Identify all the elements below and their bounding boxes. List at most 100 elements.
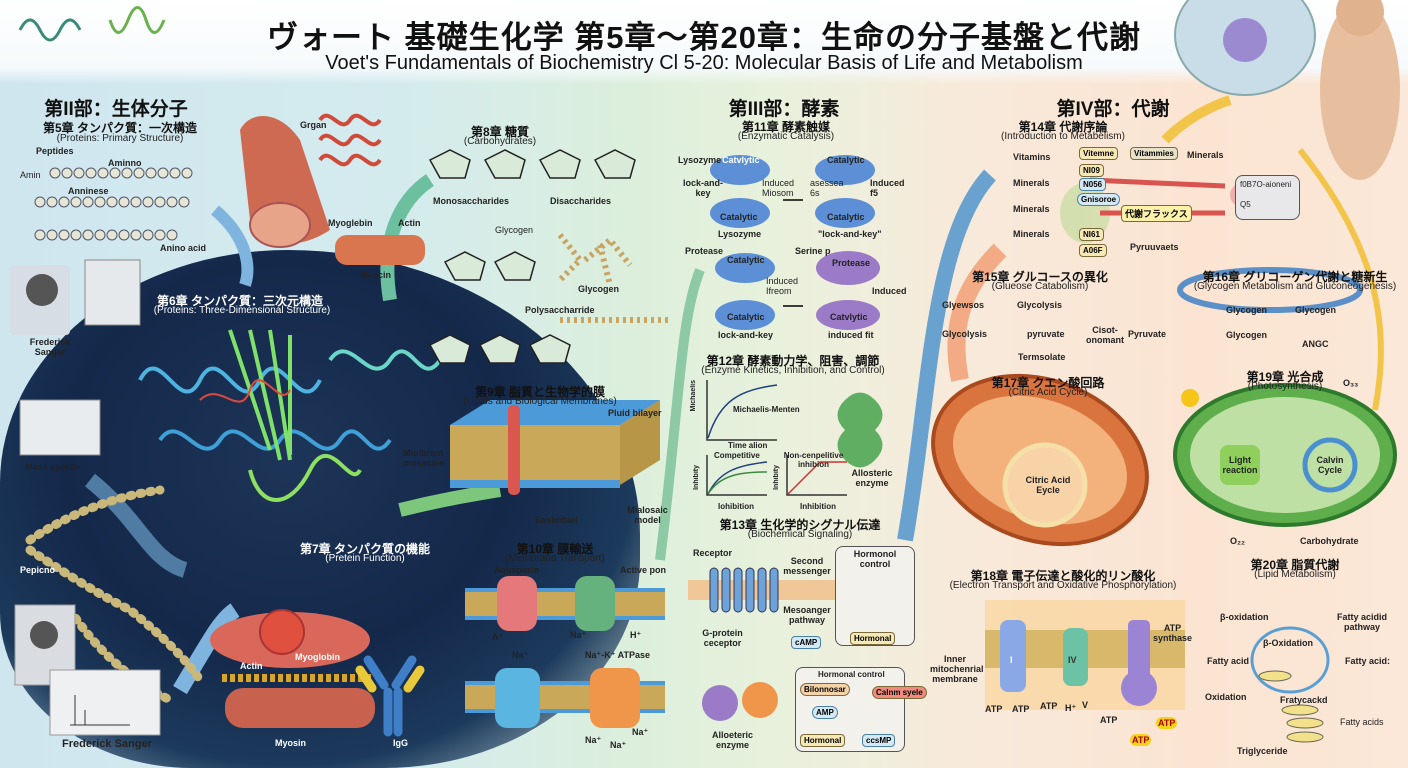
label: Eosimtael bbox=[535, 515, 578, 525]
label: ATP synthase bbox=[1152, 623, 1193, 643]
ch11-subtitle: (Enzymatic Catalysis) bbox=[737, 131, 835, 142]
protein-3d-structure bbox=[138, 329, 442, 502]
label: Fatty acid bbox=[1207, 656, 1250, 666]
triglyceride-chains bbox=[1258, 670, 1324, 743]
igg-light-chains bbox=[355, 665, 425, 693]
label: ATP bbox=[1040, 701, 1058, 711]
label: Anino acid bbox=[160, 243, 207, 253]
beta-oxidation-cycle bbox=[1250, 626, 1330, 694]
label: Myocin bbox=[360, 270, 392, 280]
ch16-title: 第16章 グリコーゲン代謝と糖新生 bbox=[1202, 270, 1388, 284]
thylakoid bbox=[1220, 445, 1260, 485]
metabolic-flux-box: 代謝フラックス bbox=[1121, 205, 1192, 222]
bilayer-bottom bbox=[450, 480, 620, 488]
label: H⁺ bbox=[630, 630, 642, 640]
axis-label: Inhibity bbox=[693, 465, 700, 490]
label: Pepicno bbox=[20, 565, 56, 575]
label: Actin bbox=[240, 661, 263, 671]
label: Serine p bbox=[795, 246, 831, 256]
bilayer-core bbox=[450, 425, 620, 485]
ch5-subtitle: (Proteins: Primary Structure) bbox=[56, 133, 184, 144]
myosin-fiber bbox=[225, 688, 375, 728]
label: Actin bbox=[398, 218, 421, 228]
label: H⁺ bbox=[1065, 703, 1077, 713]
ccsmp-node: ccsMP bbox=[862, 734, 896, 747]
igg-antibody bbox=[363, 655, 417, 737]
label: Catvlytic bbox=[830, 312, 868, 322]
ch12-subtitle: (Enzyme Kinetics, Inhibition, and Contro… bbox=[701, 365, 885, 376]
label: Na⁺ bbox=[570, 630, 587, 640]
label: β-oxidation bbox=[1220, 612, 1269, 622]
ch14-subtitle: (Introduction to Metabelism) bbox=[1001, 131, 1125, 142]
atp-synthase bbox=[1128, 620, 1150, 680]
label: Light reaction bbox=[1222, 455, 1258, 475]
metabolite-box: Vitemne bbox=[1079, 147, 1118, 160]
bilonnosar-node: Bilonnosar bbox=[800, 683, 850, 696]
label: Protease bbox=[832, 258, 871, 268]
label: Peptides bbox=[36, 146, 74, 156]
flux-panel bbox=[1235, 175, 1300, 220]
ch19-subtitle: (Photosynthesis) bbox=[1247, 381, 1323, 392]
label: Glycogen bbox=[495, 225, 534, 235]
flow-arrow bbox=[398, 483, 502, 517]
label: Glycolysis bbox=[942, 329, 988, 339]
label: A⁺ bbox=[492, 632, 504, 642]
label: Na⁺ bbox=[632, 727, 649, 737]
label: lock-and-key bbox=[683, 178, 724, 198]
ch7-subtitle: (Pretein Function) bbox=[325, 553, 405, 564]
muscle-fiber bbox=[335, 235, 425, 265]
ch8-subtitle: (Carbohydrates) bbox=[463, 136, 537, 147]
hormonal-control-panel bbox=[835, 546, 915, 646]
complex-label: IV bbox=[1068, 655, 1077, 665]
label: ATP bbox=[985, 704, 1003, 714]
label: Pyruvate bbox=[1128, 329, 1167, 339]
label: O₂₂ bbox=[1230, 536, 1245, 546]
label: Hormonol control bbox=[853, 549, 897, 569]
ch7-title: 第7章 タンパク質の機能 bbox=[299, 542, 431, 556]
ch6-title: 第6章 タンパク質：三次元構造 bbox=[156, 294, 324, 308]
instrument-screen bbox=[49, 669, 161, 736]
label: Monosaccharides bbox=[433, 196, 510, 206]
label: Iohibition bbox=[718, 502, 754, 511]
label: Oxidation bbox=[1205, 692, 1247, 702]
ch18-title: 第18章 電子伝達と酸化的リン酸化 bbox=[970, 569, 1156, 583]
metabolite-box: N056 bbox=[1079, 178, 1107, 191]
complex-label: I bbox=[1010, 655, 1013, 665]
label: Polysaccharride bbox=[525, 305, 595, 315]
flow-arrow bbox=[1161, 95, 1232, 144]
flow-arrow bbox=[84, 473, 188, 578]
page-subtitle: Voet's Fundamentals of Biochemistry Cl 5… bbox=[325, 52, 1083, 74]
ch6-subtitle: (Proteins: Three-Dimensional Structure) bbox=[153, 305, 331, 316]
g-protein-receptor bbox=[709, 567, 779, 613]
label: Hormonal control bbox=[818, 670, 885, 679]
ch10-subtitle: (Membrana Transport) bbox=[505, 553, 605, 564]
calnm-syele-node: Calnm syele bbox=[872, 686, 927, 699]
ch17-subtitle: (Citric Acid Cycle) bbox=[1008, 387, 1088, 398]
ch10-title: 第10章 膜輸送 bbox=[516, 542, 594, 556]
label: Aquaporin bbox=[494, 565, 539, 575]
metabolite-box: Vitammies bbox=[1130, 147, 1178, 160]
ch13-title: 第13章 生化学的シグナル伝達 bbox=[719, 518, 881, 532]
peptide-chain bbox=[34, 167, 193, 241]
complex-i bbox=[1000, 620, 1026, 692]
label: V bbox=[1082, 700, 1089, 710]
label: Fatty acids bbox=[1340, 717, 1384, 727]
calvin-cycle bbox=[1302, 437, 1358, 493]
mass-spectrometer bbox=[19, 399, 101, 456]
metabolite-box: Gnisoroe bbox=[1077, 193, 1121, 206]
label: Catalytic bbox=[727, 312, 765, 322]
reaction-arrows bbox=[783, 199, 803, 307]
label: Myoglobin bbox=[295, 652, 340, 662]
ch9-title: 第9章 脂質と生物学的膜 bbox=[474, 385, 606, 399]
ch19-title: 第19章 光合成 bbox=[1246, 370, 1324, 384]
label: Fatty acidid pathway bbox=[1336, 612, 1387, 632]
label: Competitive bbox=[714, 451, 760, 460]
ch11-title: 第11章 酵素触媒 bbox=[741, 120, 831, 134]
label: Induced bbox=[872, 286, 907, 296]
label: Pyruuvaets bbox=[1130, 242, 1179, 252]
label: Cisot-onomant bbox=[1086, 325, 1124, 345]
metabolite-box: A06F bbox=[1079, 244, 1107, 257]
label: Alloeteric enzyme bbox=[711, 730, 753, 750]
transport-membrane-heads bbox=[465, 588, 665, 713]
ch15-subtitle: (Glueose Catabolism) bbox=[991, 281, 1089, 292]
